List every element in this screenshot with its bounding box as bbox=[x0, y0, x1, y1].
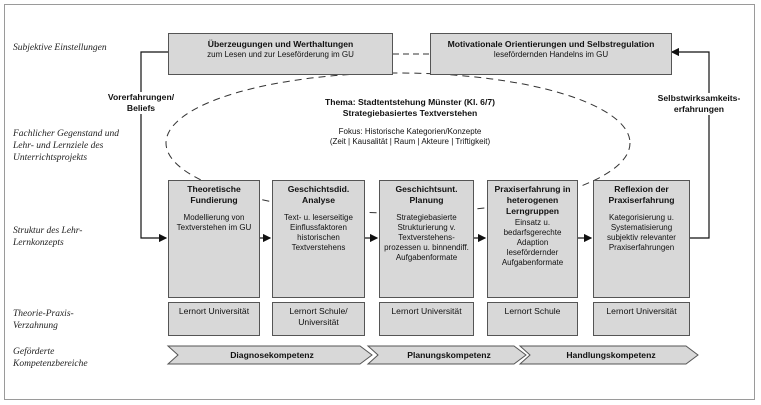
diagram-frame bbox=[4, 4, 755, 400]
column-body: Einsatz u. bedarfsgerechte Adaption lese… bbox=[501, 218, 564, 267]
label-selbstwirksamkeit: Selbstwirksamkeits- erfahrungen bbox=[654, 93, 744, 115]
chevron-planung bbox=[366, 345, 527, 365]
left-feedback-arrow bbox=[140, 51, 168, 243]
theme-fokus1: Fokus: Historische Kategorien/Konzepte bbox=[338, 127, 482, 136]
column-body: Strategiebasierte Strukturierung v. Text… bbox=[384, 213, 469, 262]
column-title: Reflexion der Praxiserfahrung bbox=[608, 184, 675, 205]
row-label-kompetenz: Geförderte Kompetenzbereiche bbox=[13, 347, 88, 369]
column-title: Geschichtsunt. Planung bbox=[395, 184, 458, 205]
column-body: Modellierung von Textverstehen im GU bbox=[176, 213, 252, 232]
theme-text: Thema: Stadtentstehung Münster (Kl. 6/7)… bbox=[300, 97, 520, 147]
row-label-subjektive: Subjektive Einstellungen bbox=[13, 43, 107, 53]
column-reflexion: Reflexion der Praxiserfahrung Kategorisi… bbox=[593, 180, 690, 298]
box-ueberzeugungen-title: Überzeugungen und Werthaltungen bbox=[207, 39, 354, 49]
column-praxiserfahrung: Praxiserfahrung in heterogenen Lerngrupp… bbox=[487, 180, 578, 298]
box-ueberzeugungen: Überzeugungen und Werthaltungen zum Lese… bbox=[168, 33, 393, 75]
label-vorerfahrungen: Vorerfahrungen/ Beliefs bbox=[102, 92, 180, 114]
column-body: Kategorisierung u. Systematisierung subj… bbox=[607, 213, 676, 252]
lernort-4: Lernort Schule bbox=[487, 302, 578, 336]
lernort-2: Lernort Schule/ Universität bbox=[272, 302, 365, 336]
row-label-fachlicher: Fachlicher Gegenstand und Lehr- und Lern… bbox=[13, 129, 120, 163]
column-body: Text- u. leserseitige Einflussfaktoren h… bbox=[284, 213, 353, 252]
competency-diagnose: Diagnosekompetenz bbox=[230, 350, 314, 360]
row-label-theorie-praxis: Theorie-Praxis-Verzahnung bbox=[13, 309, 74, 331]
box-ueberzeugungen-sub: zum Lesen und zur Leseförderung im GU bbox=[207, 50, 354, 59]
column-title: Theoretische Fundierung bbox=[187, 184, 241, 205]
theme-line1: Thema: Stadtentstehung Münster (Kl. 6/7) bbox=[325, 97, 495, 107]
lernort-3: Lernort Universität bbox=[379, 302, 474, 336]
lernort-1: Lernort Universität bbox=[168, 302, 260, 336]
column-title: Praxiserfahrung in heterogenen Lerngrupp… bbox=[494, 184, 571, 216]
chevron-diagnose bbox=[166, 345, 373, 365]
column-theoretische-fundierung: Theoretische Fundierung Modellierung von… bbox=[168, 180, 260, 298]
box-motivationale-title: Motivationale Orientierungen und Selbstr… bbox=[447, 39, 655, 49]
column-geschichtsunt-planung: Geschichtsunt. Planung Strategiebasierte… bbox=[379, 180, 474, 298]
competency-handlung: Handlungskompetenz bbox=[566, 350, 656, 360]
row-label-struktur: Struktur des Lehr-Lernkonzepts bbox=[13, 226, 83, 248]
lernort-5: Lernort Universität bbox=[593, 302, 690, 336]
box-motivationale-sub: lesefördernden Handelns im GU bbox=[493, 50, 609, 59]
right-feedback-arrow bbox=[670, 47, 710, 239]
chevron-handlung bbox=[518, 345, 699, 365]
theme-fokus2: (Zeit | Kausalität | Raum | Akteure | Tr… bbox=[329, 137, 491, 146]
theme-line2: Strategiebasiertes Textverstehen bbox=[342, 108, 478, 118]
box-motivationale: Motivationale Orientierungen und Selbstr… bbox=[430, 33, 672, 75]
competency-planung: Planungskompetenz bbox=[407, 350, 491, 360]
column-title: Geschichtsdid. Analyse bbox=[287, 184, 350, 205]
column-geschichtsdid-analyse: Geschichtsdid. Analyse Text- u. lesersei… bbox=[272, 180, 365, 298]
